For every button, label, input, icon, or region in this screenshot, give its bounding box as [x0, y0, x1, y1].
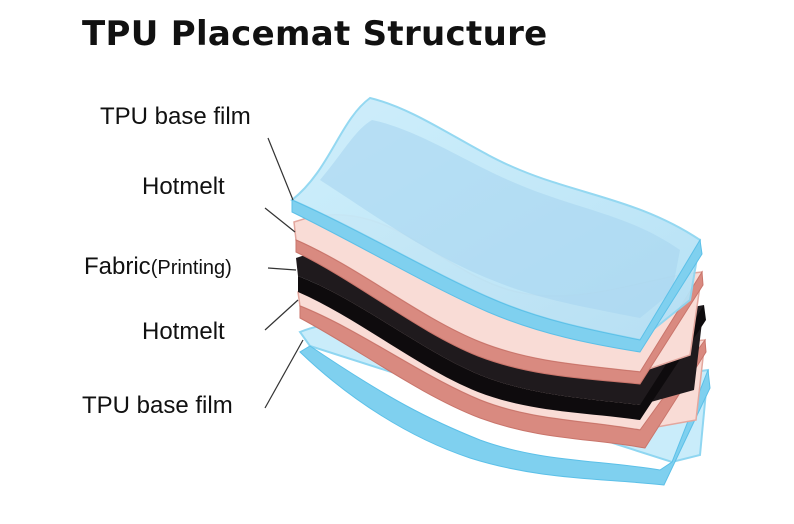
label-hotmelt-top: Hotmelt [142, 173, 225, 201]
layer-tpu-base-film-top [290, 96, 703, 353]
label-text: Hotmelt [142, 318, 225, 345]
label-hotmelt-bottom: Hotmelt [142, 318, 225, 346]
leader-line-hotmelt-top [264, 207, 296, 233]
leader-line-tpu-top [267, 137, 294, 201]
label-text: TPU base film [82, 392, 233, 419]
label-tpu-base-film-bottom: TPU base film [82, 392, 233, 420]
fabric-edge [298, 276, 706, 420]
label-tpu-base-film-top: TPU base film [100, 103, 251, 131]
leader-line-tpu-bottom [264, 339, 304, 409]
diagram-title: TPU Placemat Structure [82, 14, 548, 54]
leader-lines [264, 137, 304, 409]
hotmelt-bottom-edge [299, 305, 707, 449]
hotmelt-top-edge [295, 239, 704, 385]
label-subtext: (Printing) [150, 257, 232, 279]
label-text: TPU base film [100, 103, 251, 130]
tpu-film-top-edge [291, 199, 703, 353]
tpu-film-bottom-edge [299, 345, 711, 486]
tpu-film-top-inner-panel [320, 120, 680, 318]
label-text: Fabric [84, 253, 151, 280]
label-text: Hotmelt [142, 173, 225, 200]
label-fabric: Fabric(Printing) [84, 253, 232, 282]
leader-line-hotmelt-bottom [264, 299, 299, 331]
leader-line-fabric [267, 267, 297, 271]
